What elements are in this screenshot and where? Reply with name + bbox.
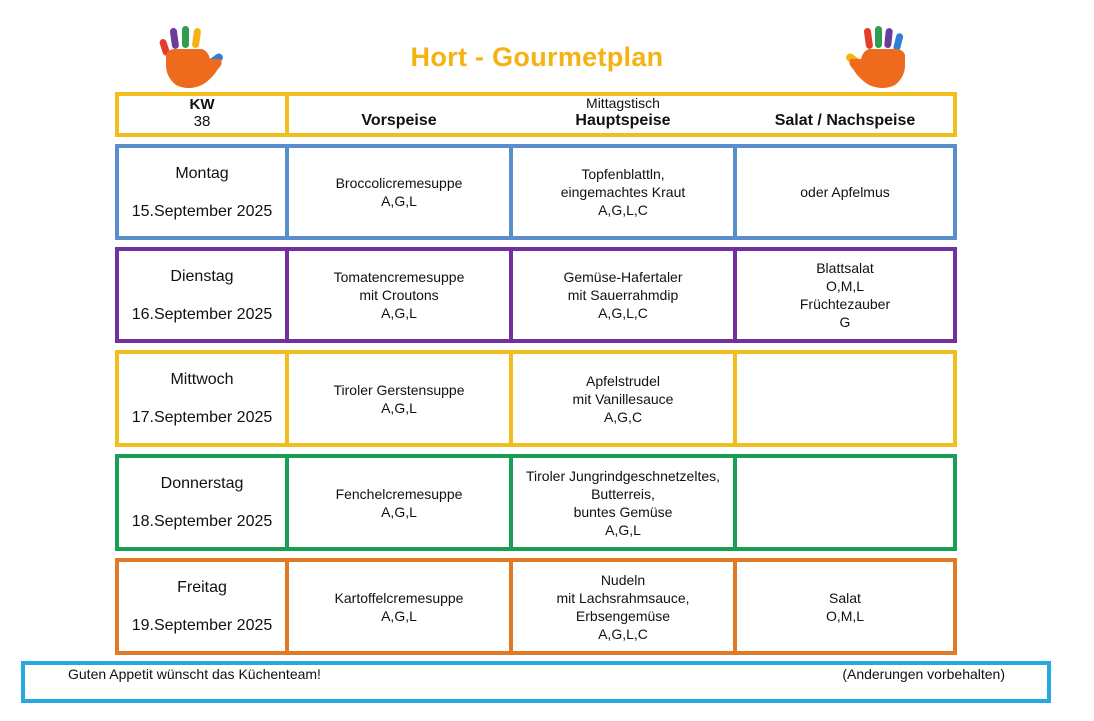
day-date: 19.September 2025 (131, 617, 273, 634)
kw-cell: KW 38 (119, 96, 285, 133)
menu-line: O,M,L (825, 607, 865, 624)
column-heading-vorspeise: Vorspeise (361, 112, 437, 129)
menu-line: A,G,C (603, 408, 643, 425)
day-cell: Montag 15.September 2025 (119, 148, 285, 236)
page-title: Hort - Gourmetplan (410, 42, 664, 72)
menu-line: Salat (829, 589, 861, 606)
header-hauptspeise: Mittagstisch Hauptspeise (509, 95, 733, 133)
day-date: 16.September 2025 (131, 306, 273, 323)
colorful-hand-icon (846, 26, 905, 88)
menu-line: Apfelstrudel (586, 372, 660, 389)
day-cell: Dienstag 16.September 2025 (119, 251, 285, 339)
day-row-montag: Montag 15.September 2025 Broccolicremesupp… (115, 144, 957, 240)
menu-line: A,G,L (381, 193, 417, 209)
menu-line: G (839, 314, 851, 330)
menu-line: mit Lachsrahmsauce, (556, 589, 690, 606)
menu-line: Butterreis, (591, 485, 655, 502)
menu-line: A,G,L,C (598, 202, 648, 218)
menu-line: Kartoffelcremesuppe (334, 589, 464, 606)
day-row-mittwoch: Mittwoch 17.September 2025 Tiroler Gersten… (115, 350, 957, 447)
mittagstisch-label: Mittagstisch (586, 95, 660, 111)
menu-line: A,G,L,C (598, 305, 648, 321)
footer-greeting: Guten Appetit wünscht das Küchenteam! (68, 666, 321, 682)
menu-line: A,G,L (381, 305, 417, 321)
menu-line: mit Vanillesauce (572, 390, 674, 407)
kw-number: 38 (193, 113, 211, 130)
menu-line: O,M,L (825, 278, 865, 294)
column-heading-hauptspeise: Hauptspeise (575, 112, 671, 129)
column-heading-salat: Salat / Nachspeise (774, 112, 916, 129)
menu-line: Tiroler Jungrindgeschnetzeltes, (525, 467, 721, 484)
menu-line: buntes Gemüse (573, 503, 673, 520)
day-row-dienstag: Dienstag 16.September 2025 Tomatencremesup… (115, 247, 957, 343)
menu-line: Erbsengemüse (575, 607, 671, 624)
menu-line: A,G,L (381, 503, 417, 520)
menu-line: Früchtezauber (799, 296, 891, 312)
menu-line: Tomatencremesuppe (333, 269, 465, 285)
day-cell: Donnerstag 18.September 2025 (119, 458, 285, 547)
day-name: Dienstag (170, 268, 234, 285)
menu-line: A,G,L (381, 607, 417, 624)
day-cell: Mittwoch 17.September 2025 (119, 354, 285, 443)
menu-line: A,G,L (605, 521, 641, 538)
salat-cell (733, 354, 953, 443)
menu-line: mit Croutons (359, 287, 439, 303)
day-date: 18.September 2025 (131, 513, 273, 530)
day-cell: Freitag 19.September 2025 (119, 562, 285, 651)
salat-cell: oder Apfelmus (733, 148, 953, 236)
menu-line: eingemachtes Kraut (560, 184, 686, 200)
header-salat: Salat / Nachspeise (733, 96, 953, 133)
salat-cell (733, 458, 953, 547)
kw-label: KW (189, 96, 215, 113)
day-name: Mittwoch (170, 371, 234, 388)
menu-line: Broccolicremesuppe (335, 175, 463, 191)
hauptspeise-cell: Tiroler Jungrindgeschnetzeltes,Butterrei… (509, 458, 733, 547)
header-vorspeise: Vorspeise (285, 96, 509, 133)
menu-line: Blattsalat (816, 260, 874, 276)
menu-line: Fenchelcremesuppe (335, 485, 463, 502)
day-name: Freitag (177, 579, 227, 596)
menu-line: mit Sauerrahmdip (567, 287, 679, 303)
menu-line: Tiroler Gerstensuppe (333, 381, 465, 398)
day-date: 15.September 2025 (131, 203, 273, 220)
menu-line: Nudeln (600, 571, 646, 588)
colorful-hand-icon (159, 26, 223, 88)
day-name: Donnerstag (160, 475, 244, 492)
footer-note: (Anderungen vorbehalten) (842, 666, 1005, 682)
menu-line: A,G,L (381, 399, 417, 416)
menu-line: oder Apfelmus (800, 184, 890, 200)
day-row-donnerstag: Donnerstag 18.September 2025 Fenchelcremes… (115, 454, 957, 551)
header-row: KW 38 Vorspeise Mittagstisch Hauptspeise… (115, 92, 957, 137)
menu-line: Gemüse-Hafertaler (563, 269, 683, 285)
menu-line: A,G,L,C (598, 625, 648, 642)
day-date: 17.September 2025 (131, 409, 273, 426)
day-row-freitag: Freitag 19.September 2025 Kartoffelcremesu… (115, 558, 957, 655)
day-name: Montag (175, 165, 229, 182)
menu-line: Topfenblattln, (581, 166, 665, 182)
footer-box: Guten Appetit wünscht das Küchenteam! (A… (21, 661, 1051, 703)
